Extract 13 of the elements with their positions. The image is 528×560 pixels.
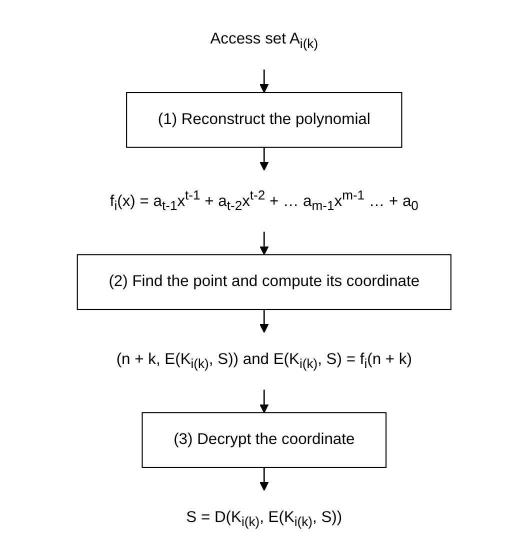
node-text: Access set A$_{i(k)}$: [210, 30, 318, 51]
node-box: (3) Decrypt the coordinate: [142, 412, 386, 468]
arrow: [259, 232, 269, 256]
node-text: (n + k, E(K$_{i(k)}$, S)) and E(K$_{i(k)}$, S) = f$_{i}$(n + k): [116, 350, 412, 372]
node-box: (2) Find the point and compute its coordinate: [76, 254, 452, 310]
arrow: [259, 310, 269, 333]
node-box: (1) Reconstruct the polynomial: [126, 92, 402, 148]
arrow: [259, 390, 269, 414]
arrow: [259, 467, 269, 491]
node-text: S = D(K$_{i(k)}$, E(K$_{i(k)}$, S)): [186, 508, 342, 530]
arrow: [259, 147, 269, 171]
node-text: f$_{i}$(x) = a$_{t-1}$x$^{t-1}$ + a$_{t-2}$x$^{t-2}$ + … a$_{m-1}$x$^{m-1}$ … + a$_{0}$: [110, 188, 418, 214]
arrow: [259, 70, 269, 93]
